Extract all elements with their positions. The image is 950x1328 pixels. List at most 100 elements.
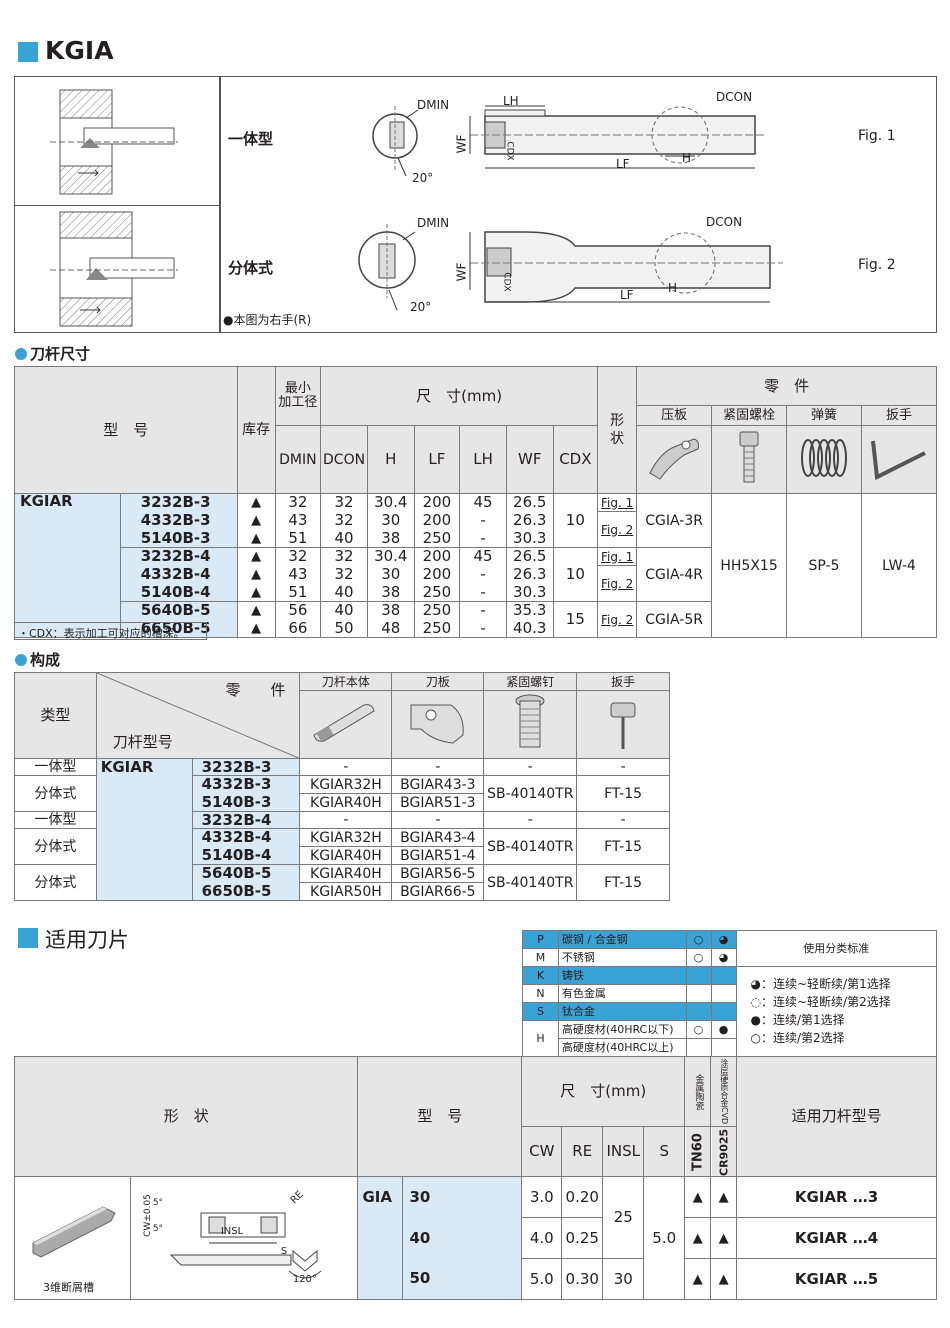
type-cell: 分体式: [14, 775, 97, 812]
cw-dim-label: CW±0.05: [142, 1194, 153, 1238]
dmin-cell: 32: [274, 493, 322, 512]
dims-header: 尺 寸(mm): [521, 1055, 686, 1128]
spring-header: 弹簧: [786, 405, 862, 426]
composition-heading: 构成: [15, 649, 60, 670]
section-marker-icon: [18, 42, 38, 62]
wf-header: WF: [505, 425, 554, 494]
lh-cell: -: [459, 619, 507, 638]
wf-cell: 30.3: [505, 583, 554, 602]
model-cell: 5140B-4: [191, 846, 301, 865]
cw-header: CW: [521, 1126, 563, 1178]
cdx-note: ・CDX：表示加工可对应的槽深。: [14, 622, 207, 640]
series-label: GIA: [357, 1176, 404, 1218]
wrench-cell: FT-15: [576, 828, 670, 865]
dcon-cell: 32: [320, 493, 368, 512]
fig2-lf-label: LF: [620, 288, 634, 302]
tn60-rating: ○: [685, 948, 712, 967]
fig1-dcon-label: DCON: [716, 90, 753, 104]
cr9025-rating: ◕: [710, 948, 737, 967]
fig2-drawing: [358, 224, 783, 311]
model-cell: 6650B-5: [120, 619, 238, 638]
wrench-cell: LW-4: [860, 493, 938, 638]
shape-header: 形 状: [13, 1055, 359, 1178]
fig1-label: Fig. 1: [858, 128, 896, 144]
legend-item: ◌：连续~轻断续/第2选择: [750, 995, 891, 1009]
insert-table: 形 状 型 号 尺 寸(mm) 金属陶瓷 涂层硬质合金CVD 适用刀杆型号 CW…: [13, 1055, 937, 1301]
body-cell: KGIAR32H: [299, 775, 393, 794]
wf-cell: 35.3: [505, 601, 554, 620]
wf-cell: 40.3: [505, 619, 554, 638]
insert-caption: 3维断屑槽: [43, 1281, 94, 1295]
type-cell: 分体式: [14, 864, 97, 901]
page-title: KGIA: [45, 36, 114, 65]
clamp-header: 压板: [636, 405, 713, 426]
insert-drawing-cell: CW±0.05 5° 5° RE INSL S 120°: [129, 1176, 359, 1301]
material-code: P: [522, 930, 559, 949]
material-name: 碳钢 / 合金钢: [557, 930, 687, 949]
cr9025-rating: ◕: [710, 930, 737, 949]
s-cell: 5.0: [643, 1176, 686, 1301]
fig2-wf-label: WF: [454, 262, 469, 282]
plate-cell: BGIAR43-4: [391, 828, 485, 847]
section-marker-icon: [18, 928, 38, 948]
fig2-h-label: H: [668, 281, 678, 295]
stock-cell: ▲: [236, 529, 276, 548]
fig2-angle-label: 20°: [410, 300, 432, 314]
screw-image: [711, 425, 788, 494]
body-cell: KGIAR50H: [299, 882, 393, 901]
shape-cell: Fig. 2: [597, 601, 638, 638]
holder-header: 适用刀杆型号: [736, 1055, 937, 1178]
model-cell: 3232B-3: [191, 758, 301, 776]
body-cell: KGIAR40H: [299, 846, 393, 865]
cr9025-rating: [710, 1038, 737, 1057]
fig1-drawing: [372, 105, 765, 177]
tn60-stock: ▲: [684, 1258, 712, 1301]
parts-header: 零 件: [636, 366, 937, 406]
composition-title: 构成: [30, 651, 61, 669]
material-name: 不锈钢: [557, 948, 687, 967]
cr9025-stock: ▲: [710, 1176, 738, 1219]
lf-cell: 200: [413, 511, 461, 530]
dcon-cell: 40: [320, 583, 368, 602]
body-cell: KGIAR32H: [299, 828, 393, 847]
re-header: RE: [561, 1126, 604, 1178]
grade1-header: TN60: [684, 1126, 711, 1177]
screw-image: [483, 690, 578, 759]
insl-cell: 25: [602, 1176, 645, 1260]
lh-cell: 45: [459, 493, 507, 512]
integral-type-label: 一体型: [228, 130, 274, 148]
re-cell: 0.20: [561, 1176, 604, 1219]
dmin-cell: 43: [274, 565, 322, 584]
stock-cell: ▲: [236, 619, 276, 638]
h-cell: 48: [366, 619, 415, 638]
series-label: KGIAR: [13, 493, 122, 512]
stock-cell: ▲: [236, 547, 276, 566]
wrench-cell: -: [576, 811, 670, 829]
cdx-cell: 10: [552, 547, 599, 602]
tn60-rating: [685, 1038, 712, 1057]
lh-cell: -: [459, 511, 507, 530]
wf-cell: 26.3: [505, 565, 554, 584]
shape-cell: Fig. 1: [597, 493, 638, 512]
body-cell: KGIAR40H: [299, 793, 393, 812]
shape-header: 形 状: [597, 366, 638, 494]
stock-cell: ▲: [236, 583, 276, 602]
model-header: 型 号: [14, 366, 238, 494]
insl-dim-label: INSL: [220, 1226, 244, 1238]
angle-120-label: 120°: [292, 1274, 317, 1286]
right-hand-note: ●本图为右手(R): [223, 313, 312, 327]
cr9025-rating: [710, 984, 737, 1003]
plate-cell: BGIAR56-5: [391, 864, 485, 883]
model-cell: 3232B-4: [120, 547, 238, 566]
material-table: P 碳钢 / 合金钢 ○ ◕ 使用分类标准 M 不锈钢 ○ ◕ K 铸铁 ◕：连…: [522, 930, 937, 1057]
stock-cell: ▲: [236, 493, 276, 512]
lh-header: LH: [459, 425, 507, 494]
model-cell: 30: [402, 1176, 523, 1218]
cr9025-rating: [710, 1002, 737, 1021]
lf-cell: 250: [413, 529, 461, 548]
model-cell: 5140B-3: [191, 793, 301, 812]
lh-cell: -: [459, 601, 507, 620]
split-type-label: 分体式: [228, 259, 274, 277]
composition-table: 类型 零 件 刀杆型号 刀杆本体 刀板 紧固螺钉 扳手 一体型 KGIAR 32…: [14, 672, 670, 901]
material-name: 铸铁: [557, 966, 687, 985]
